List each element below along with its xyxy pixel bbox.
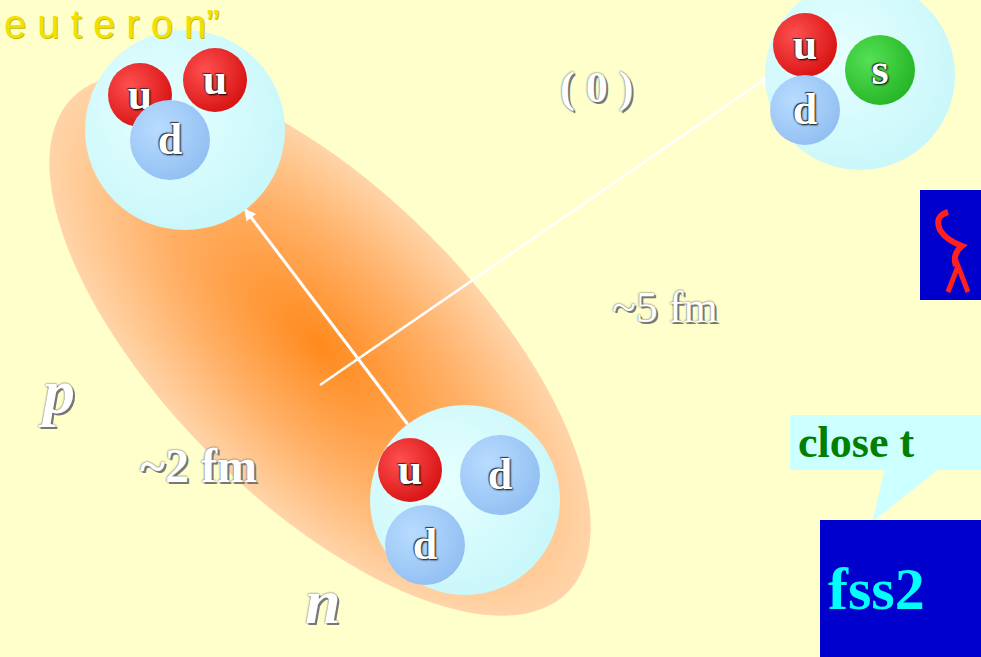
box-text: fss2 [828,559,925,619]
distance-label: ~5 fm [612,282,718,333]
quark-letter: d [793,88,817,132]
particle-label: ( 0 ) [560,62,633,113]
panel-glyph-fragment [938,212,962,266]
particle-label: n [305,565,341,639]
quark-letter: u [203,58,227,102]
quark-circle: d [460,435,540,515]
blue-panel [920,190,981,300]
quark-letter: u [793,23,817,67]
quark-letter: d [488,453,512,497]
particle-label: p [43,355,75,429]
baryon-circle: puud [85,30,285,230]
slide-title: e u t e r o n” [4,2,220,47]
baryon-circle: nudd [370,405,560,595]
callout-box: close t [790,415,981,470]
quark-circle: s [845,35,915,105]
quark-circle: d [130,100,210,180]
label-box: fss2 [820,520,981,657]
panel-glyph-fragment [948,266,968,292]
callout-tail [872,468,940,522]
distance-arrow [320,77,768,385]
quark-letter: u [398,448,422,492]
quark-circle: u [378,438,442,502]
distance-label: ~2 fm [140,438,257,493]
quark-circle: d [385,505,465,585]
quark-circle: u [773,13,837,77]
quark-letter: d [413,523,437,567]
quark-letter: s [871,48,888,92]
baryon-circle: ( 0 )usd [765,0,955,170]
quark-circle: d [770,75,840,145]
quark-circle: u [183,48,247,112]
quark-letter: d [158,118,182,162]
box-text: close t [798,421,914,465]
distance-arrow [245,210,407,425]
